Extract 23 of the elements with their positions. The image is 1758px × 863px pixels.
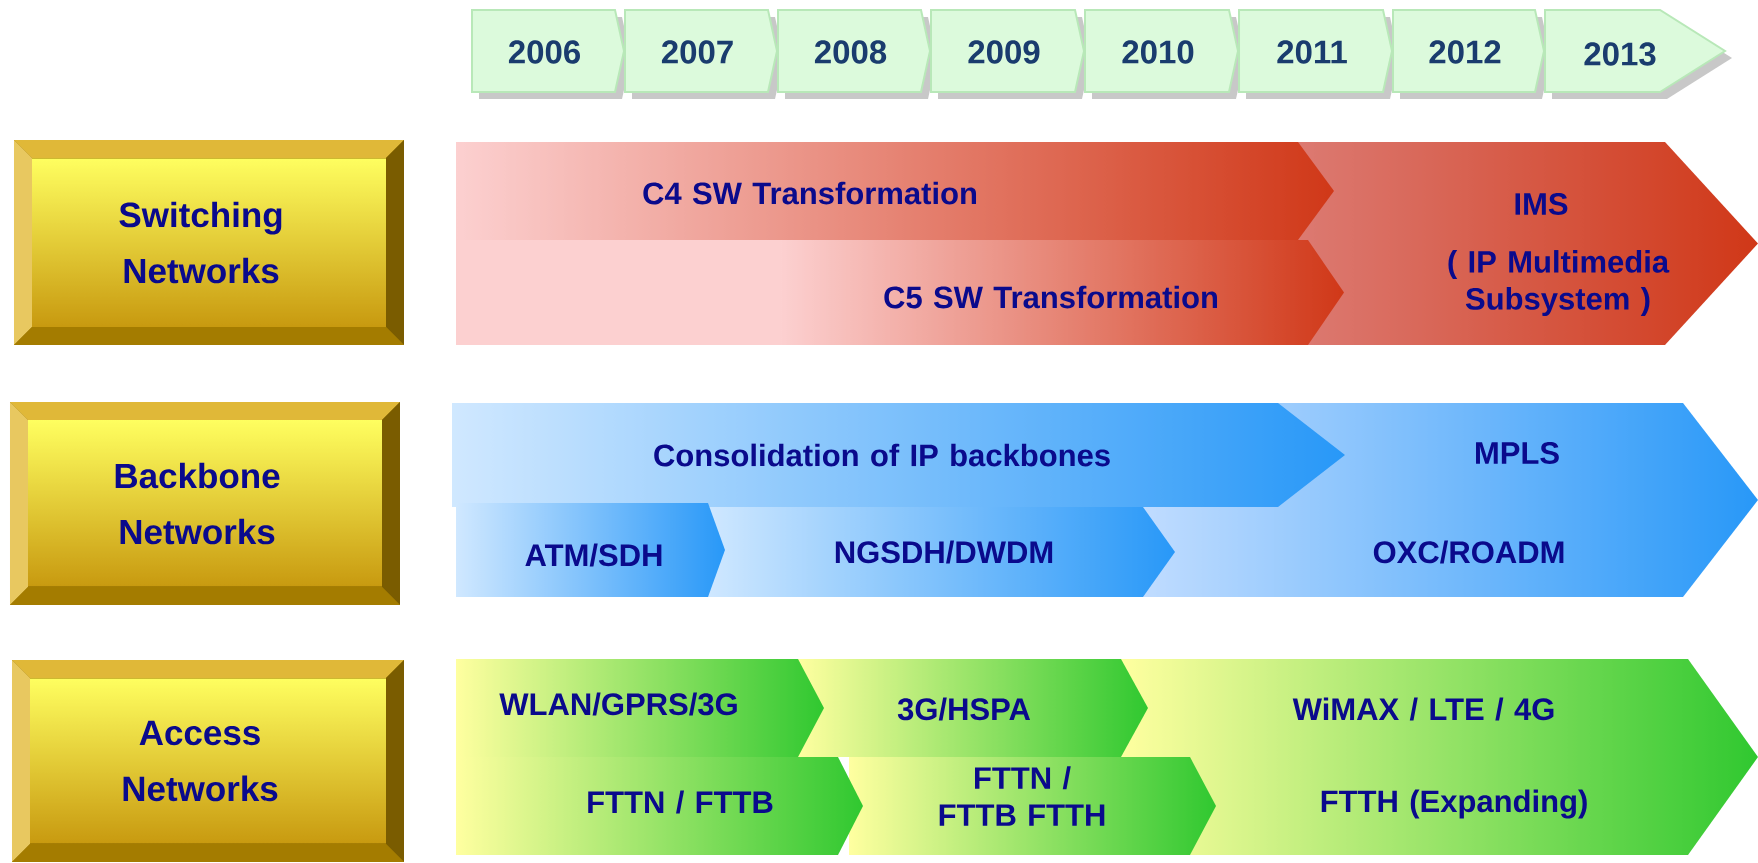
roadmap-arrow: 3G/HSPA (897, 697, 1031, 721)
roadmap-arrow: WLAN/GPRS/3G (499, 692, 737, 716)
roadmap-arrow: Consolidation of IP backbones (654, 443, 1110, 467)
roadmap-arrow: C5 SW Transformation (884, 285, 1217, 309)
roadmap-arrow: MPLS OXC/ROADM (1373, 442, 1564, 564)
year-tab: 2011 (1238, 9, 1399, 99)
year-tab: 2009 (930, 9, 1091, 99)
roadmap-arrow: IMS ( IP Multimedia Subsystem ) (1448, 193, 1670, 316)
roadmap-arrow: NGSDH/DWDM (835, 540, 1053, 564)
roadmap-arrow: ATM/SDH (525, 543, 662, 567)
row-header-box: Backbone Networks (10, 402, 400, 605)
roadmap-arrow: FTTN / FTTB (588, 790, 773, 814)
row-header-box: Switching Networks (14, 140, 404, 345)
roadmap-arrow: FTTN / FTTB FTTH (939, 766, 1105, 826)
year-tab: 2008 (777, 9, 937, 99)
year-tab: 2010 (1084, 9, 1245, 99)
year-tab: 2013 (1544, 9, 1732, 99)
row-header-box: Access Networks (12, 660, 404, 862)
roadmap-arrow: WiMAX / LTE / 4G FTTH (Expanding) (1292, 697, 1587, 819)
year-tab: 2006 (471, 9, 631, 99)
roadmap-arrow: C4 SW Transformation (643, 181, 976, 205)
year-tab: 2007 (624, 9, 784, 99)
year-tab: 2012 (1392, 9, 1551, 99)
